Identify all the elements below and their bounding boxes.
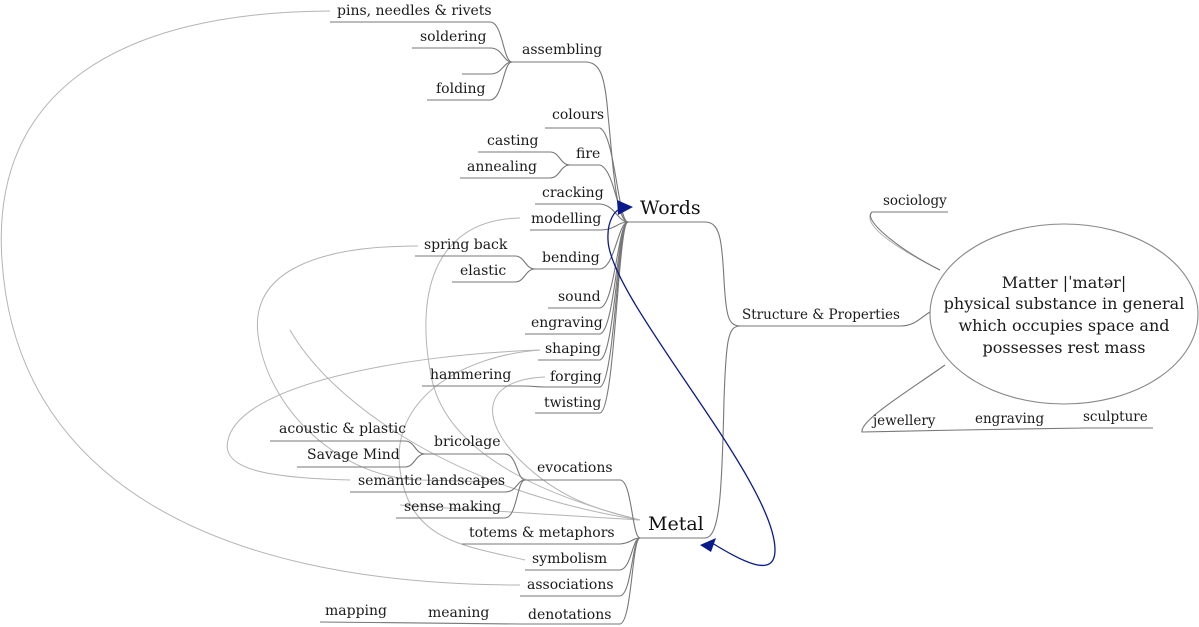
central-def-line-3: possesses rest mass bbox=[983, 338, 1146, 357]
node-meaning[interactable]: meaning bbox=[428, 605, 489, 621]
link-shaping-symbolism[interactable] bbox=[398, 349, 541, 561]
node-assembling[interactable]: assembling bbox=[522, 42, 602, 58]
node-fire[interactable]: fire bbox=[576, 146, 600, 162]
node-twisting[interactable]: twisting bbox=[544, 395, 601, 411]
link-sense-metal[interactable] bbox=[399, 504, 641, 521]
node-spring-back[interactable]: spring back bbox=[424, 237, 508, 253]
metal-node[interactable]: Metal bbox=[648, 513, 704, 535]
node-forging[interactable]: forging bbox=[550, 369, 602, 385]
node-bending[interactable]: bending bbox=[542, 250, 600, 266]
link-pins-associations[interactable] bbox=[0, 10, 521, 586]
link-modelling-metal[interactable] bbox=[425, 217, 641, 521]
node-sense-making[interactable]: sense making bbox=[404, 499, 501, 515]
node-engraving-words[interactable]: engraving bbox=[531, 315, 603, 331]
central-branches bbox=[861, 211, 1153, 433]
node-structure-properties[interactable]: Structure & Properties bbox=[742, 307, 900, 323]
node-savage-mind[interactable]: Savage Mind bbox=[307, 447, 400, 463]
words-branches bbox=[330, 21, 931, 539]
link-springback-semantic[interactable] bbox=[256, 245, 501, 483]
central-topic-node[interactable] bbox=[929, 223, 1199, 405]
link-sociology[interactable] bbox=[869, 211, 941, 271]
node-totems-metaphors[interactable]: totems & metaphors bbox=[469, 525, 615, 541]
node-sound[interactable]: sound bbox=[558, 289, 601, 305]
central-def-line-2: which occupies space and bbox=[958, 316, 1169, 335]
node-symbolism[interactable]: symbolism bbox=[532, 551, 607, 567]
node-denotations[interactable]: denotations bbox=[528, 607, 611, 623]
node-sociology[interactable]: sociology bbox=[883, 193, 947, 209]
node-sculpture[interactable]: sculpture bbox=[1083, 409, 1148, 425]
node-jewellery[interactable]: jewellery bbox=[871, 413, 936, 429]
arrowhead-words-icon bbox=[617, 200, 633, 215]
node-annealing[interactable]: annealing bbox=[467, 159, 537, 175]
node-bricolage[interactable]: bricolage bbox=[434, 434, 500, 450]
link-shaping-semantic[interactable] bbox=[226, 349, 541, 481]
node-engraving-central[interactable]: engraving bbox=[975, 411, 1044, 427]
node-shaping[interactable]: shaping bbox=[545, 341, 601, 357]
central-def-line-1: physical substance in general bbox=[944, 294, 1185, 313]
node-elastic[interactable]: elastic bbox=[460, 263, 506, 279]
node-modelling[interactable]: modelling bbox=[531, 211, 601, 227]
central-title: Matter |ˈmatər| bbox=[1002, 273, 1126, 292]
node-soldering[interactable]: soldering bbox=[420, 29, 487, 45]
node-pins-needles-rivets[interactable]: pins, needles & rivets bbox=[337, 3, 492, 19]
node-folding[interactable]: folding bbox=[436, 81, 486, 97]
node-evocations[interactable]: evocations bbox=[537, 460, 613, 476]
words-node[interactable]: Words bbox=[640, 197, 701, 219]
node-associations[interactable]: associations bbox=[527, 577, 614, 593]
node-semantic-landscapes[interactable]: semantic landscapes bbox=[358, 473, 505, 489]
relationship-arrow[interactable] bbox=[607, 207, 776, 567]
node-acoustic-plastic[interactable]: acoustic & plastic bbox=[279, 421, 406, 437]
arrowhead-metal-icon bbox=[700, 538, 716, 552]
node-cracking[interactable]: cracking bbox=[542, 185, 604, 201]
node-hammering[interactable]: hammering bbox=[430, 367, 511, 383]
link-acoustic-metal[interactable] bbox=[289, 329, 641, 521]
metal-branches bbox=[270, 440, 705, 625]
link-forging-evocations[interactable] bbox=[492, 376, 641, 521]
node-casting[interactable]: casting bbox=[487, 133, 538, 149]
cross-links bbox=[0, 10, 941, 586]
node-colours[interactable]: colours bbox=[552, 107, 604, 123]
node-mapping[interactable]: mapping bbox=[325, 603, 387, 619]
